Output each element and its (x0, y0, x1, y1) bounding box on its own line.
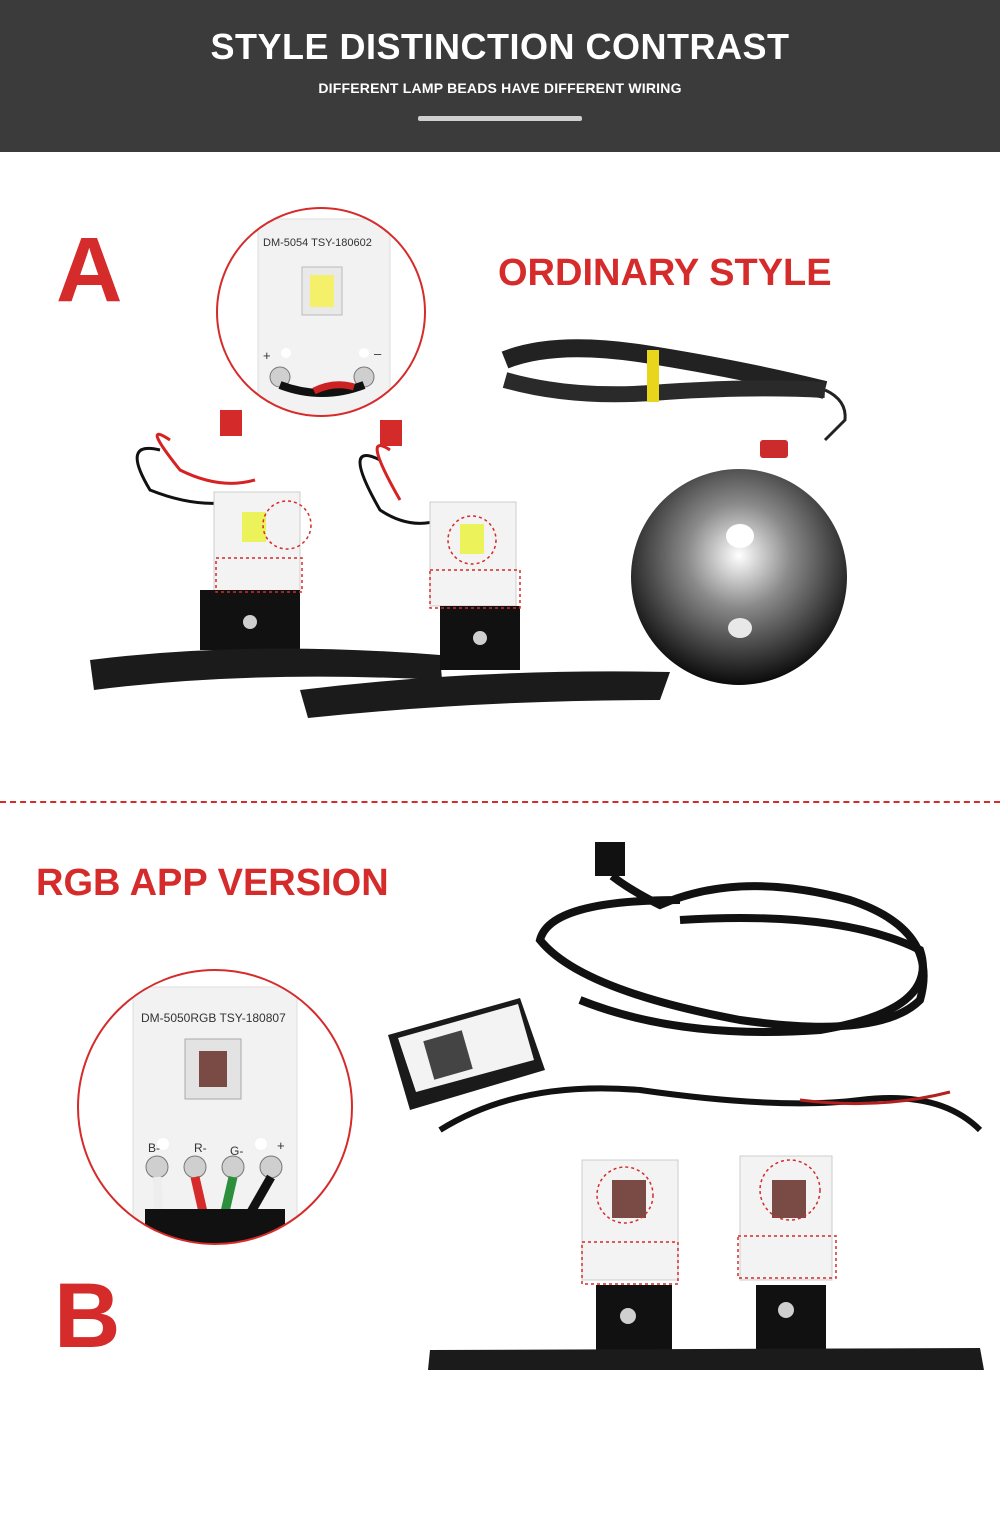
ordinary-lamp-units-image (90, 410, 670, 718)
minus-label-a: – (374, 346, 382, 361)
page-title: STYLE DISTINCTION CONTRAST (210, 26, 790, 67)
lit-lamp-photo (631, 469, 847, 685)
pin-label-r: R- (194, 1141, 207, 1155)
zoom-circle-b (77, 969, 353, 1245)
section-a-title: ORDINARY STYLE (498, 252, 832, 294)
pin-label-plus: + (277, 1138, 285, 1153)
section-b-title: RGB APP VERSION (36, 862, 389, 904)
zoom-circle-a (216, 207, 426, 417)
pin-label-b: B- (148, 1141, 160, 1155)
section-a-letter: A (56, 219, 123, 321)
rgb-kit-image (388, 842, 984, 1370)
section-b-letter: B (54, 1265, 121, 1367)
header-underline (418, 116, 582, 121)
section-divider (0, 801, 1000, 803)
pin-label-g: G- (230, 1144, 244, 1158)
plus-label-a: + (263, 348, 271, 363)
braided-cable-image (501, 339, 847, 458)
board-label-b: DM-5050RGB TSY-180807 (141, 1011, 286, 1025)
board-label-a: DM-5054 TSY-180602 (263, 237, 372, 249)
header-banner: STYLE DISTINCTION CONTRAST DIFFERENT LAM… (0, 0, 1000, 152)
page-subtitle: DIFFERENT LAMP BEADS HAVE DIFFERENT WIRI… (318, 80, 682, 96)
